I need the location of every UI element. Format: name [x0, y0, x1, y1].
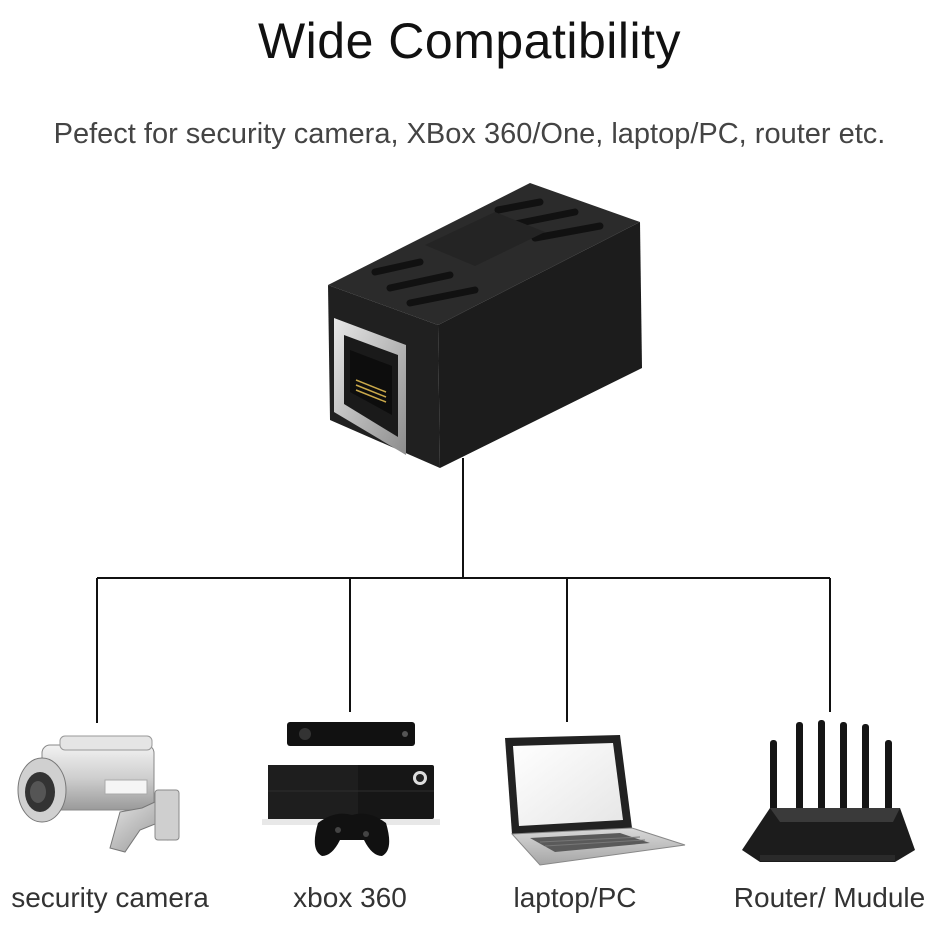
- device-label-xbox: xbox 360: [293, 882, 407, 913]
- laptop-icon: [505, 735, 686, 866]
- page-subtitle: Pefect for security camera, XBox 360/One…: [53, 118, 886, 150]
- rj45-coupler-icon: [328, 183, 642, 468]
- connector-lines: [96, 458, 831, 723]
- device-label-router: Router/ Mudule: [733, 882, 926, 913]
- device-label-laptop: laptop/PC: [513, 882, 637, 913]
- page-title: Wide Compatibility: [257, 13, 681, 69]
- router-icon: [742, 720, 915, 862]
- game-console-icon: [262, 722, 440, 856]
- device-label-security-camera: security camera: [11, 882, 209, 913]
- security-camera-icon: [17, 735, 180, 853]
